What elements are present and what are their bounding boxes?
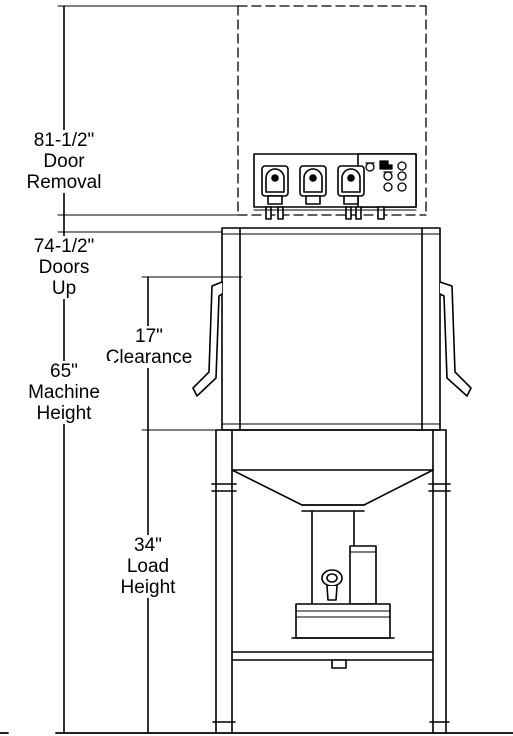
pump-icon — [261, 165, 289, 205]
load-height-label: 34" Load Height — [104, 535, 192, 598]
machine-height-text-2: Height — [36, 403, 92, 424]
tank-frame — [211, 429, 451, 734]
load-height-text: Load — [126, 556, 170, 577]
doors-up-text-2: Up — [51, 278, 77, 299]
drain-pump-assembly — [291, 510, 395, 639]
machine-height-text: Machine — [28, 382, 100, 403]
door-removal-text: Door — [43, 151, 85, 172]
load-height-value: 34" — [134, 535, 162, 556]
control-switches — [365, 160, 407, 192]
pump-icon — [299, 165, 327, 205]
hood — [221, 227, 441, 431]
chemical-pumps — [261, 165, 365, 205]
doors-up-text: Doors — [38, 257, 90, 278]
machine-height-value: 65" — [50, 361, 78, 382]
door-handle-right — [439, 281, 472, 397]
door-removal-text-2: Removal — [26, 172, 102, 193]
door-handle-left — [192, 281, 223, 397]
door-removal-label: 81-1/2" Door Removal — [14, 130, 114, 193]
machine-height-label: 65" Machine Height — [14, 361, 114, 424]
door-removal-value: 81-1/2" — [33, 130, 95, 151]
clearance-text: Clearance — [105, 347, 193, 368]
doors-up-value: 74-1/2" — [33, 236, 95, 257]
doors-up-label: 74-1/2" Doors Up — [14, 236, 114, 299]
clearance-value: 17" — [135, 326, 163, 347]
pump-icon — [337, 165, 365, 205]
load-height-text-2: Height — [120, 577, 176, 598]
